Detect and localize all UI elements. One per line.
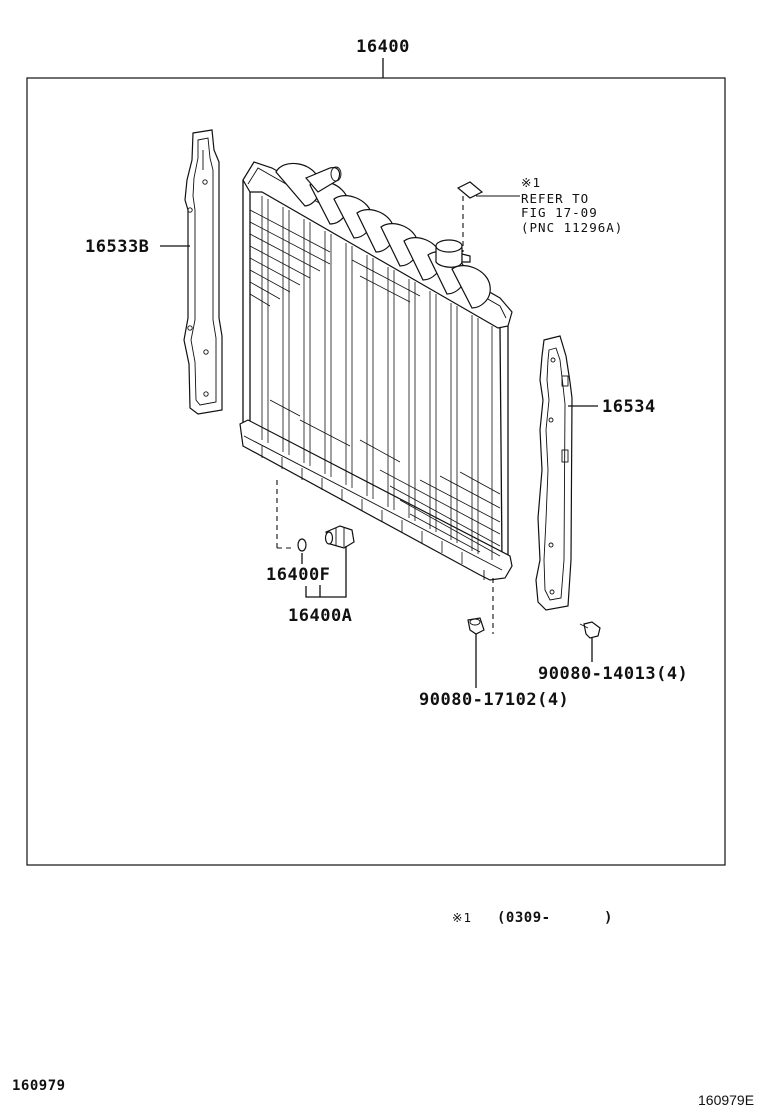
refer-note-mark: ※1 — [521, 175, 541, 190]
lower-tank — [239, 419, 513, 581]
refer-tag-part[interactable] — [456, 181, 520, 199]
bolt-label[interactable]: 90080-14013(4) — [538, 664, 688, 684]
footnote-mark: ※1 — [452, 910, 472, 925]
left-support-label[interactable]: 16533B — [85, 237, 149, 257]
refer-note-line1: REFER TO — [521, 191, 589, 206]
right-support-label[interactable]: 16534 — [602, 397, 656, 417]
footer-right-code: 160979E — [698, 1092, 754, 1108]
footnote-range-end: ) — [604, 910, 613, 926]
drain-o-ring[interactable] — [297, 538, 307, 552]
core-fins — [249, 209, 501, 557]
drain-group-bracket — [305, 546, 347, 598]
radiator-cap[interactable] — [435, 239, 471, 268]
drain-cock-label[interactable]: 16400A — [288, 606, 352, 626]
assembly-part-number[interactable]: 16400 — [356, 37, 410, 57]
drain-o-ring-label[interactable]: 16400F — [266, 565, 330, 585]
footer-left-code: 160979 — [12, 1078, 66, 1094]
lower-cushion[interactable] — [467, 617, 485, 635]
core-tubes — [261, 196, 493, 560]
footnote-range-start: (0309- — [497, 910, 551, 926]
left-radiator-support[interactable] — [183, 129, 223, 415]
radiator-core[interactable] — [239, 161, 513, 581]
right-radiator-support[interactable] — [535, 335, 573, 611]
lower-cushion-label[interactable]: 90080-17102(4) — [419, 690, 569, 710]
refer-note-line3: (PNC 11296A) — [521, 220, 623, 235]
drain-cock[interactable] — [324, 525, 355, 549]
assembly-frame — [26, 77, 726, 866]
upper-tank — [275, 162, 491, 309]
mounting-bolt[interactable] — [579, 621, 601, 639]
refer-note-line2[interactable]: FIG 17-09 — [521, 205, 598, 220]
